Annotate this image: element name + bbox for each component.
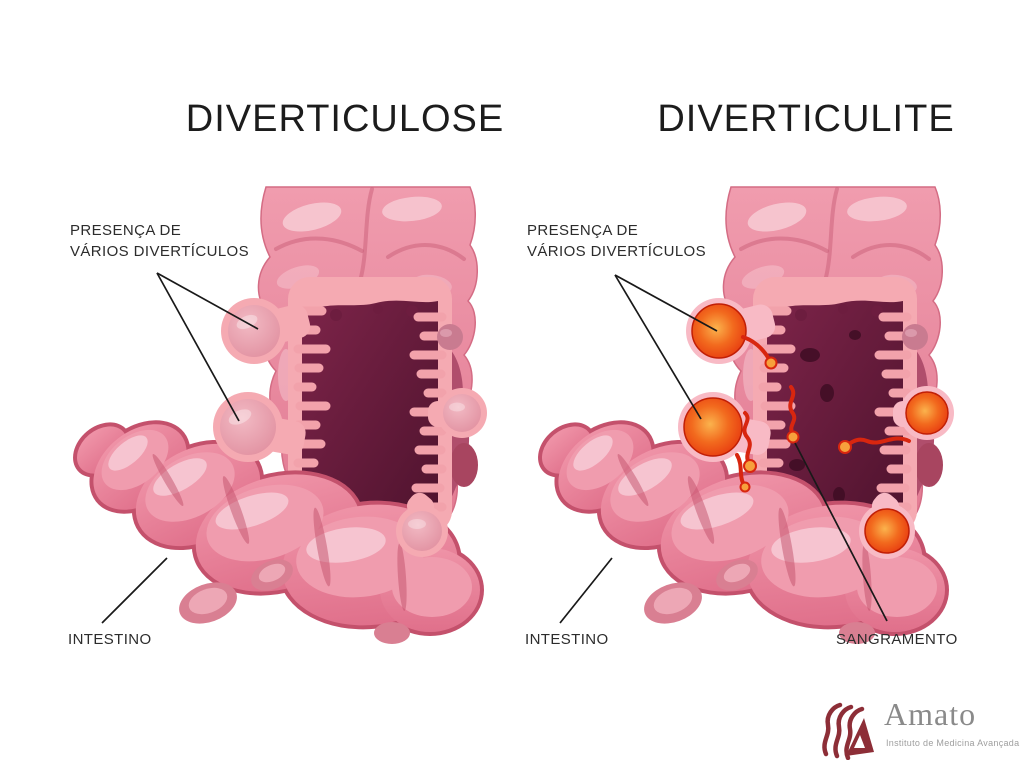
amato-brand-name: Amato — [884, 696, 977, 732]
label-bleeding: SANGRAMENTO — [836, 631, 958, 648]
colon-lumen-cutaway — [753, 277, 917, 533]
small-diverticulum-bump — [437, 324, 463, 350]
inflamed-diverticulum-upper — [686, 298, 776, 364]
label-diverticula-presence-left: PRESENÇA DE VÁRIOS DIVERTÍCULOS — [70, 222, 250, 260]
label-diverticula-presence-right: PRESENÇA DE VÁRIOS DIVERTÍCULOS — [527, 222, 707, 260]
diverticulosis-illustration-panel — [40, 165, 500, 675]
inflamed-diverticulum-right-mid — [893, 386, 954, 440]
sigmoid-colon — [73, 420, 484, 644]
amato-logo: Amato Instituto de Medicina Avançada — [812, 692, 1024, 767]
diverticulum-bottom-right — [396, 492, 448, 557]
label-intestine-left: INTESTINO — [68, 631, 152, 648]
small-diverticulum-bump — [902, 324, 928, 350]
sigmoid-colon — [538, 420, 949, 644]
title-diverticulose: DIVERTICULOSE — [185, 98, 505, 140]
diverticulum-right-mid — [428, 388, 487, 438]
amato-logo-mark-icon — [822, 702, 874, 760]
label-intestine-right: INTESTINO — [525, 631, 609, 648]
bleeding-leader-line — [794, 442, 888, 622]
sigmoid-diverticula-bumps — [179, 559, 410, 644]
blood-droplets — [739, 356, 852, 493]
bleeding-vessels — [735, 335, 911, 485]
diverticulitis-illustration-panel — [505, 165, 965, 675]
inflamed-diverticulum-bottom-right — [859, 492, 915, 559]
inflammation-dark-spots — [789, 330, 861, 503]
sigmoid-diverticula-bumps — [644, 559, 875, 644]
diverticulitis-illustration — [538, 186, 954, 644]
leader-lines — [101, 272, 259, 624]
title-diverticulite: DIVERTICULITE — [657, 98, 955, 140]
leader-lines — [559, 274, 888, 624]
amato-tagline: Instituto de Medicina Avançada — [886, 738, 1020, 748]
diverticulosis-illustration — [73, 186, 487, 644]
